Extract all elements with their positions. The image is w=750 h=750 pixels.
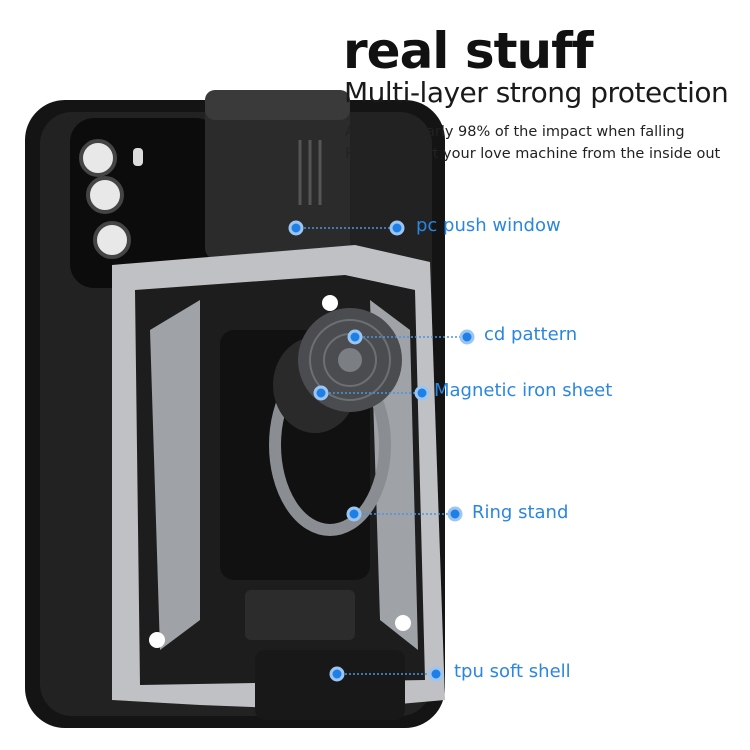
callout-ring-stand: Ring stand [472, 502, 569, 523]
callout-pc-push-window: pc push window [416, 215, 561, 236]
headline-title: real stuff [343, 22, 594, 80]
description-line-1: Absorbs nearly 98% of the impact when fa… [345, 124, 685, 140]
callout-dot [288, 220, 304, 236]
headline-subtitle: Multi-layer strong protection [344, 76, 729, 109]
description-line-2: Really escort your love machine from the… [345, 146, 721, 162]
callout-tpu-soft-shell: tpu soft shell [454, 661, 571, 682]
callout-magnetic-iron-sheet: Magnetic iron sheet [434, 380, 613, 401]
callout-cd-pattern: cd pattern [484, 324, 578, 345]
push-window [205, 90, 350, 260]
